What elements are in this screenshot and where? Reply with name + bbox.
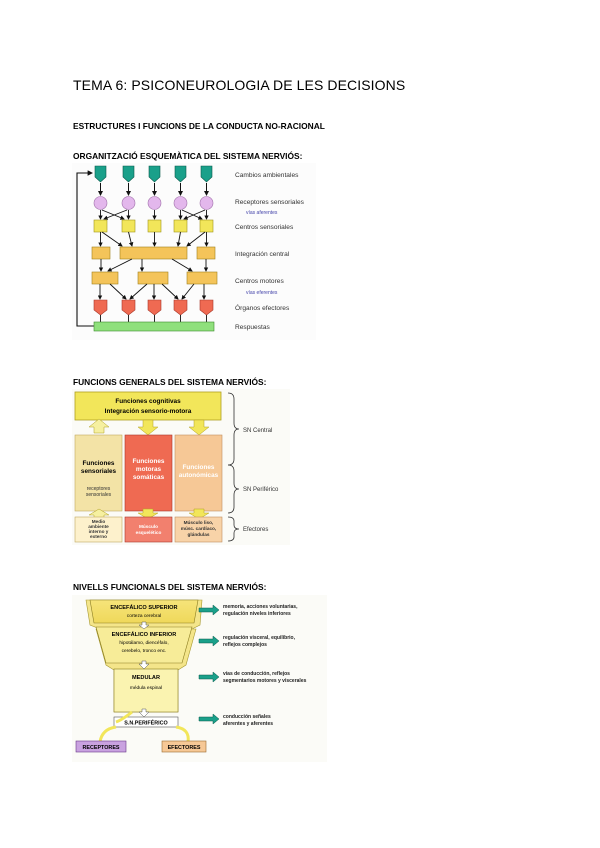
label-respuestas: Respuestas [235,324,271,331]
sn-periferico: S.N.PERIFÉRICO [124,719,167,727]
desc4-1: conducción señales [223,714,271,720]
autonomic-title-2: autonómicas [179,472,219,479]
nervous-system-levels-diagram: ENCEFÁLICO SUPERIOR corteza cerebral ENC… [72,595,327,762]
env-1: Medio [92,519,106,524]
desc1-1: memoria, acciones voluntarias, [223,604,298,610]
figure1-heading: ORGANITZACIÓ ESQUEMÀTICA DEL SISTEMA NER… [73,151,303,161]
desc4-2: aferentes y aferentes [223,721,273,727]
motor-title-1: Funciones [133,458,165,465]
label-centros-motores: Centros motores [235,278,284,285]
desc2-1: regulación visceral, equilibrio, [223,635,296,641]
sensory-title-2: sensoriales [81,468,117,475]
smooth-2: músc. cardíaco, [181,526,216,531]
autonomic-title-1: Funciones [183,464,215,471]
enc-sup-2: corteza cerebral [127,613,161,619]
label-vias-aferentes: vías aferentes [246,210,278,216]
desc1-2: regulación niveles inferiores [223,611,291,617]
nervous-system-functions-diagram: Funciones cognitivas Integración sensori… [72,389,290,545]
brace-efectores: Efectores [243,527,268,533]
efectores-box: EFECTORES [168,745,201,751]
cognitive-functions-label: Funciones cognitivas [115,398,181,405]
sensory-sub-1: receptores [87,486,111,492]
motor-title-3: somáticas [133,474,165,481]
env-3: interno y [89,529,109,534]
sensory-title-1: Funciones [83,460,115,467]
integration-label: Integración sensorio-motora [105,408,192,415]
environment-change-markers [94,165,213,183]
label-vias-eferentes: vías eferentes [246,290,278,296]
page-title: TEMA 6: PSICONEUROLOGIA DE LES DECISIONS [73,77,406,93]
brace-periferico: SN Periférico [243,487,279,493]
section-heading: ESTRUCTURES I FUNCIONS DE LA CONDUCTA NO… [73,121,325,131]
label-cambios: Cambios ambientales [235,172,299,179]
muscle-2: esquelético [136,530,162,535]
env-4: externo [90,534,107,539]
label-integracion: Integración central [235,251,290,258]
label-receptores: Receptores sensoriales [235,199,305,206]
enc-inf-1: ENCEFÁLICO INFERIOR [112,631,177,638]
label-organos: Órganos efectores [235,303,290,312]
nervous-system-organization-diagram: Cambios ambientales Receptores sensorial… [72,163,316,340]
muscle-1: Músculo [139,524,158,529]
figure2-heading: FUNCIONS GENERALS DEL SISTEMA NERVIÓS: [73,377,267,387]
smooth-1: Músculo liso, [184,520,214,525]
figure3-heading: NIVELLS FUNCIONALS DEL SISTEMA NERVIÓS: [73,582,267,592]
enc-inf-3: cerebelo, tronco enc. [122,648,167,654]
medular-2: médula espinal [130,685,162,691]
smooth-3: glándulas [188,532,210,537]
receptores-box: RECEPTORES [82,745,119,751]
medular-1: MEDULAR [132,675,160,681]
enc-sup-1: ENCEFÁLICO SUPERIOR [110,604,177,611]
motor-title-2: motoras [136,466,162,473]
label-centros-sensoriales: Centros sensoriales [235,224,294,231]
enc-inf-2: hipotálamo, diencéfalo, [119,640,168,646]
brace-central: SN Central [243,428,272,434]
desc2-2: reflejos complejos [223,642,267,648]
env-2: ambiente [88,524,109,529]
desc3-1: vías de conducción, reflejos [223,671,290,677]
sensory-sub-2: sensoriales [86,492,112,498]
desc3-2: segmentarios motores y viscerales [223,678,307,684]
